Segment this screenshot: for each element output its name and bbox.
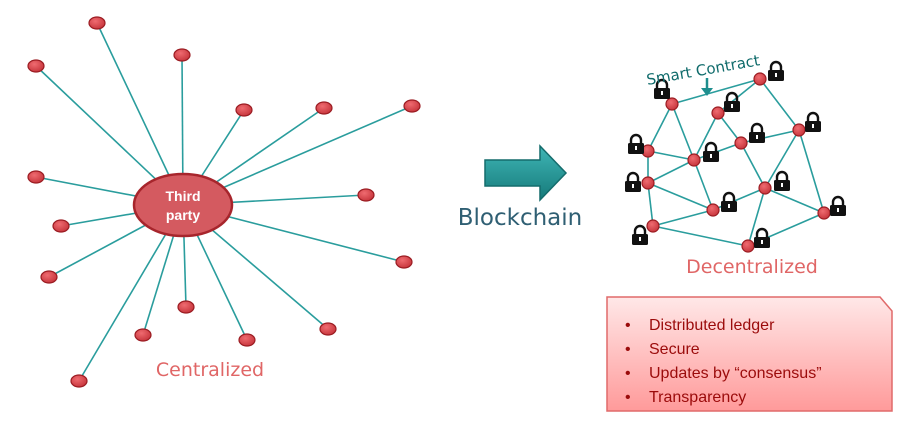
mesh-edge	[712, 187, 766, 211]
lock-icon	[632, 224, 648, 245]
lock-icon	[805, 111, 821, 132]
ledger-node	[792, 123, 806, 137]
feature-item: Updates by “consensus”	[649, 365, 822, 382]
mesh-edge	[647, 182, 714, 211]
ledger-node	[706, 203, 720, 217]
peer-node	[319, 322, 337, 336]
feature-item: Distributed ledger	[649, 317, 775, 334]
lock-icon	[774, 170, 790, 191]
mesh-edge	[740, 142, 766, 189]
centralized-caption: Centralized	[156, 359, 264, 381]
mesh-edge	[764, 129, 800, 189]
mesh-edge	[652, 209, 714, 227]
peer-node	[238, 333, 256, 347]
mesh-edge	[671, 103, 695, 161]
bullet-icon: •	[625, 317, 631, 334]
ledger-node	[665, 97, 679, 111]
lock-icon	[749, 122, 765, 143]
ledger-node	[641, 176, 655, 190]
mesh-edge	[798, 129, 825, 214]
peer-node	[134, 328, 152, 342]
smart-contract-pointer	[701, 78, 713, 96]
peer-node	[357, 188, 375, 202]
peer-node	[235, 103, 253, 117]
ledger-node	[734, 136, 748, 150]
bullet-icon: •	[625, 341, 631, 358]
ledger-node	[646, 219, 660, 233]
ledger-node	[741, 239, 755, 253]
peer-node	[40, 270, 58, 284]
mesh-edge	[693, 159, 714, 211]
mesh-edge	[759, 78, 800, 131]
peer-node	[88, 16, 106, 30]
peer-node	[27, 59, 45, 73]
ledger-node	[711, 106, 725, 120]
features-list: • Distributed ledger • Secure • Updates by “c…	[625, 317, 822, 406]
blockchain-label: Blockchain	[458, 205, 583, 231]
decentralized-caption: Decentralized	[686, 256, 818, 278]
ledger-node	[687, 153, 701, 167]
feature-item: Transparency	[649, 389, 746, 406]
mesh-edge	[652, 225, 749, 247]
lock-icon	[724, 91, 740, 112]
lock-icon	[625, 171, 641, 192]
peer-node	[177, 300, 195, 314]
lock-icon	[703, 141, 719, 162]
third-party-hub	[132, 172, 234, 238]
mesh-edge	[647, 159, 695, 184]
lock-icon	[754, 227, 770, 248]
lock-icon	[628, 133, 644, 154]
peer-node	[403, 99, 421, 113]
feature-item: Secure	[649, 341, 700, 358]
mesh-edge	[647, 182, 654, 227]
peer-node	[27, 170, 45, 184]
mesh-edge	[647, 150, 695, 161]
hub-label-line1: Third	[166, 188, 201, 204]
ledger-node	[758, 181, 772, 195]
peer-node	[52, 219, 70, 233]
hub-label-line2: party	[166, 207, 200, 223]
centralized-network: Third party	[27, 16, 421, 388]
lock-icon	[654, 78, 670, 99]
mesh-edge	[747, 187, 766, 247]
peer-node	[315, 101, 333, 115]
bullet-icon: •	[625, 389, 631, 406]
mesh-edge	[671, 78, 761, 105]
peer-node	[395, 255, 413, 269]
blockchain-arrow	[484, 144, 568, 202]
peer-node	[173, 48, 191, 62]
lock-icon	[721, 191, 737, 212]
ledger-node	[817, 206, 831, 220]
lock-icon	[830, 195, 846, 216]
ledger-node	[753, 72, 767, 86]
mesh-edge	[647, 103, 673, 152]
mesh-edge	[693, 112, 719, 161]
peer-node	[70, 374, 88, 388]
lock-icon	[768, 60, 784, 81]
bullet-icon: •	[625, 365, 631, 382]
mesh-edge	[764, 187, 825, 214]
decentralized-network	[625, 60, 846, 253]
features-panel	[606, 296, 893, 412]
